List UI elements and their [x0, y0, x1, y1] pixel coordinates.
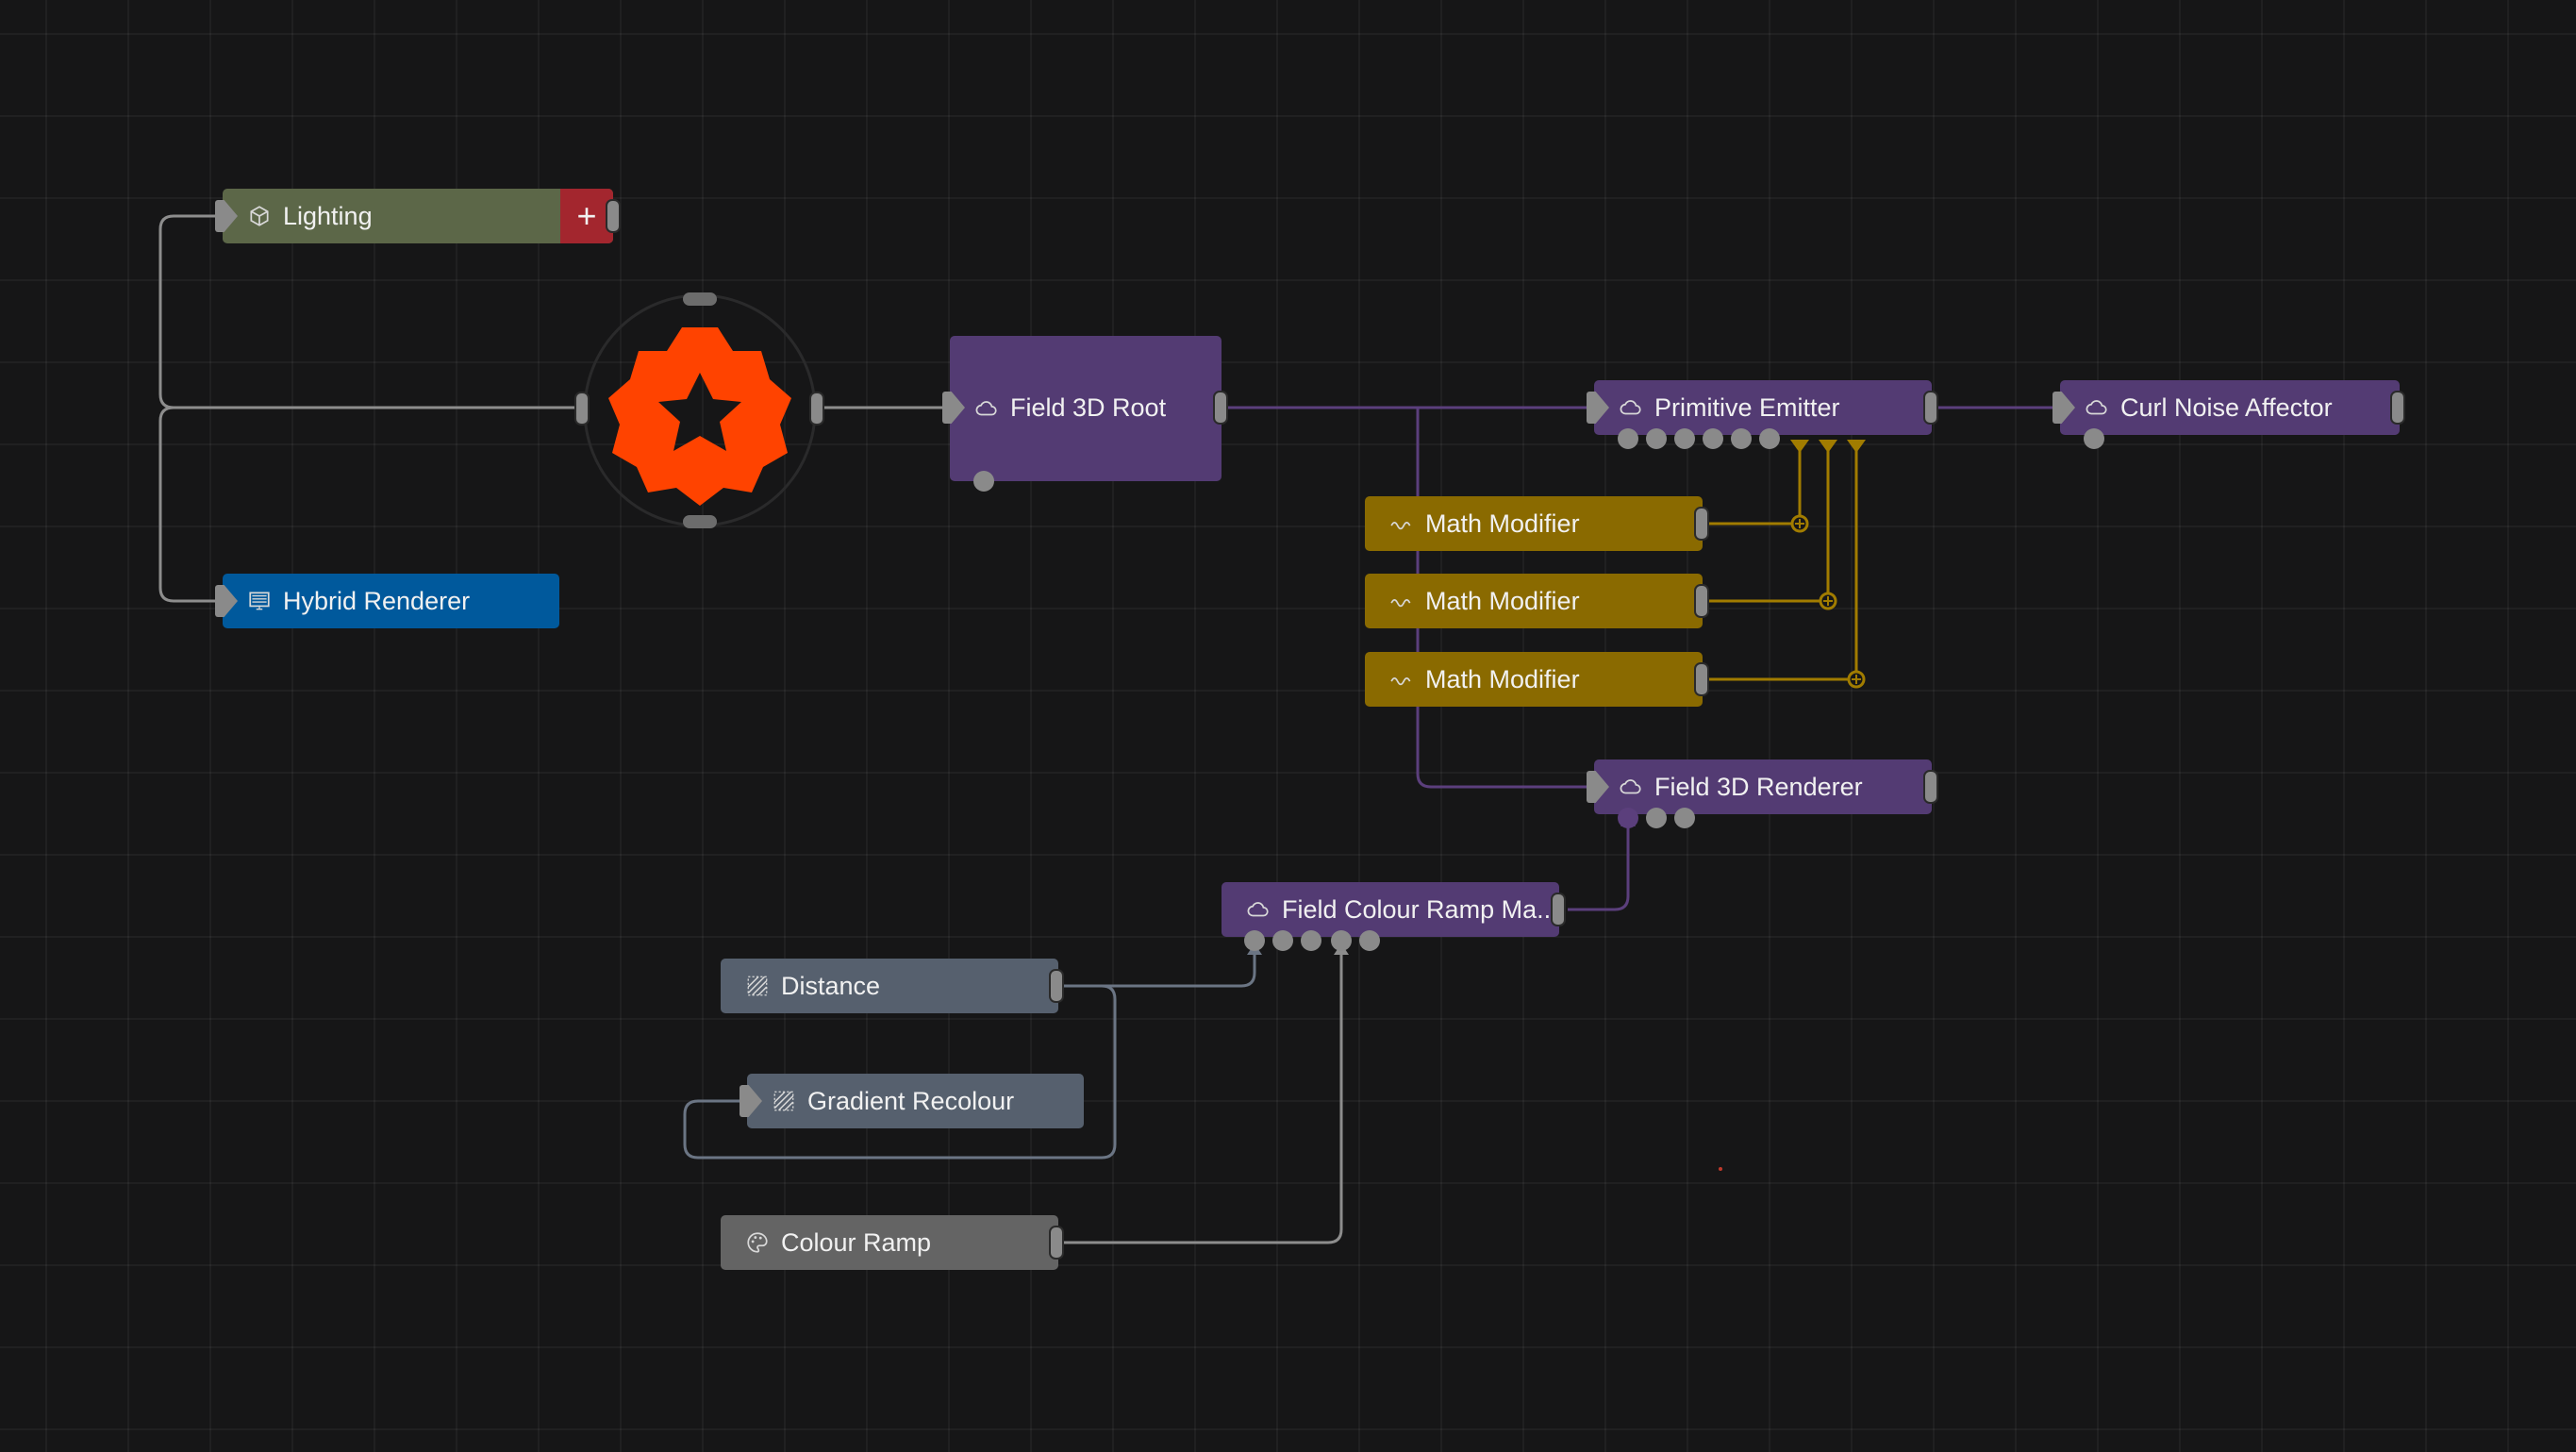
primitive-emitter-slot-2[interactable] — [1646, 428, 1667, 449]
node-colour-ramp[interactable]: Colour Ramp — [721, 1215, 1058, 1270]
node-label: Field 3D Renderer — [1654, 772, 1863, 801]
node-math-modifier-3[interactable]: Math Modifier — [1365, 652, 1703, 707]
primitive-emitter-slot-6[interactable] — [1759, 428, 1780, 449]
wire-math-1-to-emitter — [1705, 443, 1802, 526]
node-label: Primitive Emitter — [1654, 392, 1840, 422]
math-modifier-1-output-port[interactable] — [1694, 507, 1709, 541]
node-label: Math Modifier — [1425, 586, 1580, 615]
logo-left-port[interactable] — [574, 392, 590, 426]
field-colour-ramp-slot-4[interactable] — [1331, 930, 1352, 951]
field-colour-ramp-output-port[interactable] — [1551, 893, 1566, 926]
distance-output-port[interactable] — [1049, 969, 1064, 1003]
cloud-icon — [1246, 897, 1271, 922]
wire-distance-to-colour-ramp-map — [1064, 951, 1256, 988]
node-label: Math Modifier — [1425, 664, 1580, 693]
math-modifier-3-output-port[interactable] — [1694, 662, 1709, 696]
colour-ramp-output-port[interactable] — [1049, 1226, 1064, 1260]
field-colour-ramp-slot-2[interactable] — [1272, 930, 1293, 951]
node-label: Lighting — [283, 201, 373, 230]
wire-logo-to-hybrid-renderer — [158, 406, 223, 603]
wire-colour-ramp-to-map — [1064, 951, 1343, 1244]
primitive-emitter-output-port[interactable] — [1923, 391, 1938, 425]
add-button[interactable]: + — [560, 189, 613, 243]
node-field-colour-ramp-map[interactable]: Field Colour Ramp Ma... — [1222, 882, 1559, 937]
cloud-icon — [1619, 775, 1643, 799]
node-label: Curl Noise Affector — [2120, 392, 2333, 422]
wire-logo-to-lighting — [158, 214, 580, 409]
hatch-icon — [772, 1089, 796, 1113]
node-label: Field Colour Ramp Ma... — [1282, 894, 1558, 924]
node-lighting[interactable]: Lighting — [223, 189, 613, 243]
field-3d-root-bottom-port[interactable] — [973, 471, 994, 492]
node-label: Field 3D Root — [1010, 393, 1167, 422]
plus-icon: + — [576, 196, 597, 235]
primitive-emitter-slot-3[interactable] — [1674, 428, 1695, 449]
node-math-modifier-2[interactable]: Math Modifier — [1365, 574, 1703, 628]
lighting-output-port[interactable] — [606, 199, 621, 233]
primitive-emitter-slot-4[interactable] — [1703, 428, 1723, 449]
field-colour-ramp-slot-3[interactable] — [1301, 930, 1321, 951]
node-hybrid-renderer[interactable]: Hybrid Renderer — [223, 574, 559, 628]
field-3d-renderer-slot-2[interactable] — [1646, 808, 1667, 828]
palette-icon — [745, 1230, 770, 1255]
logo-top-handle[interactable] — [683, 292, 717, 306]
node-gradient-recolour[interactable]: Gradient Recolour — [747, 1074, 1084, 1128]
node-math-modifier-1[interactable]: Math Modifier — [1365, 496, 1703, 551]
field-colour-ramp-slot-1[interactable] — [1244, 930, 1265, 951]
node-label: Hybrid Renderer — [283, 586, 471, 615]
field-3d-renderer-slot-3[interactable] — [1674, 808, 1695, 828]
wave-icon — [1389, 511, 1414, 536]
curl-noise-slot[interactable] — [2084, 428, 2104, 449]
primitive-emitter-slot-1[interactable] — [1618, 428, 1638, 449]
wire-arrow-gold-1 — [1790, 440, 1809, 453]
wave-icon — [1389, 589, 1414, 613]
logo-bottom-handle[interactable] — [683, 515, 717, 528]
node-label: Gradient Recolour — [807, 1086, 1015, 1115]
wire-root-to-field-3d-renderer — [1416, 408, 1594, 789]
cube-icon — [247, 204, 272, 228]
wire-arrow-gold-2 — [1819, 440, 1837, 453]
node-field-3d-root[interactable]: Field 3D Root — [950, 336, 1222, 481]
monitor-icon — [247, 589, 272, 613]
wire-gradient-loop — [683, 984, 1117, 1160]
node-label: Distance — [781, 971, 881, 1000]
cloud-icon — [1619, 395, 1643, 420]
logo-right-port[interactable] — [809, 392, 824, 426]
field-colour-ramp-slot-5[interactable] — [1359, 930, 1380, 951]
primitive-emitter-slot-5[interactable] — [1731, 428, 1752, 449]
node-distance[interactable]: Distance — [721, 959, 1058, 1013]
wire-math-3-to-emitter — [1705, 443, 1858, 681]
wave-icon — [1389, 667, 1414, 692]
logo-root-node[interactable] — [574, 292, 824, 528]
node-field-3d-renderer[interactable]: Field 3D Renderer — [1594, 759, 1932, 814]
wire-arrow-gold-3 — [1847, 440, 1866, 453]
stray-marker-dot — [1719, 1167, 1722, 1171]
node-primitive-emitter[interactable]: Primitive Emitter — [1594, 380, 1932, 435]
node-curl-noise-affector[interactable]: Curl Noise Affector — [2060, 380, 2400, 435]
math-modifier-2-output-port[interactable] — [1694, 584, 1709, 618]
field-3d-root-output-port[interactable] — [1213, 391, 1228, 425]
wire-colour-ramp-to-renderer — [1568, 823, 1630, 911]
field-3d-renderer-slot-1[interactable] — [1618, 808, 1638, 828]
cloud-icon — [974, 396, 999, 421]
hatch-icon — [745, 974, 770, 998]
star-gear-logo-icon — [583, 293, 817, 527]
field-3d-renderer-output-port[interactable] — [1923, 770, 1938, 804]
node-label: Colour Ramp — [781, 1227, 932, 1257]
node-label: Math Modifier — [1425, 509, 1580, 538]
curl-noise-output-port[interactable] — [2390, 391, 2405, 425]
cloud-icon — [2085, 395, 2109, 420]
